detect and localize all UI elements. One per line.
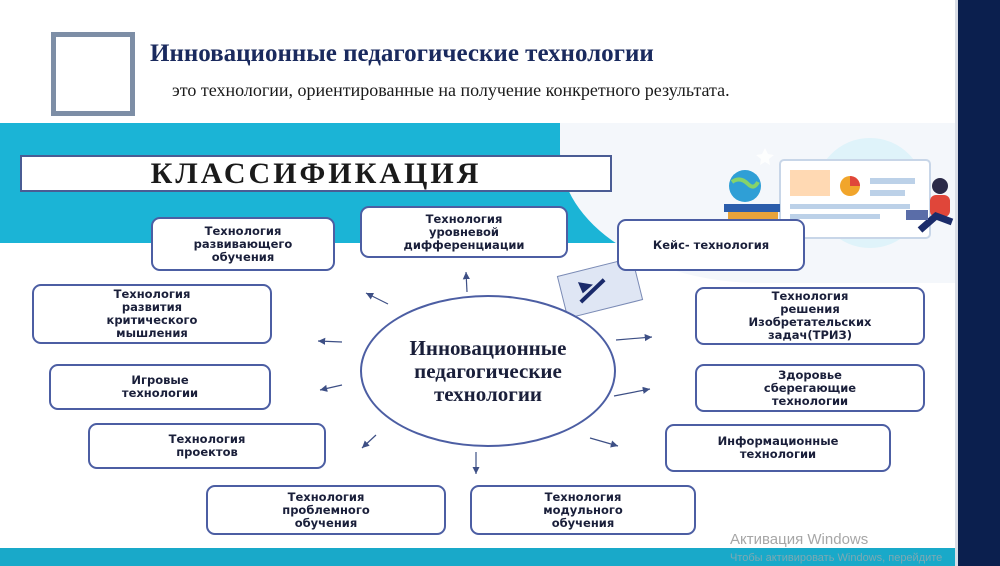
node-problem-learning: Технология проблемного обучения (206, 485, 446, 535)
classification-label: КЛАССИФИКАЦИЯ (150, 156, 482, 190)
connector-arrows (317, 271, 653, 474)
pointer-arrow-icon (577, 278, 606, 304)
node-triz: Технология решения Изобретательских зада… (695, 287, 925, 345)
node-developmental-learning: Технология развивающего обучения (151, 217, 335, 271)
node-modular-learning: Технология модульного обучения (470, 485, 696, 535)
globe-icon (729, 170, 761, 202)
node-information-technologies: Информационные технологии (665, 424, 891, 472)
node-game-technologies: Игровые технологии (49, 364, 271, 410)
center-label: Инновационные педагогические технологии (409, 335, 567, 406)
node-case-technology: Кейс- технология (617, 219, 805, 271)
node-level-differentiation: Технология уровневой дифференциации (360, 206, 568, 258)
activation-watermark: Активация Windows (730, 531, 869, 548)
arrow-down-right (589, 437, 619, 448)
arrow-up (462, 271, 470, 293)
arrow-right-lower (613, 386, 651, 397)
slide-title: Инновационные педагогические технологии (150, 40, 654, 67)
slide-subtitle: это технологии, ориентированные на получ… (172, 80, 730, 100)
node-critical-thinking: Технология развития критического мышлени… (32, 284, 272, 344)
decor-square (51, 32, 135, 116)
activation-watermark-hint: Чтобы активировать Windows, перейдите (730, 552, 943, 564)
arrow-down-left (361, 434, 377, 449)
classification-header: КЛАССИФИКАЦИЯ (20, 155, 612, 192)
bottom-strip (0, 548, 955, 566)
node-health-saving: Здоровье сберегающие технологии (695, 364, 925, 412)
node-projects: Технология проектов (88, 423, 326, 469)
right-navy-bar (955, 0, 1000, 566)
arrow-right-upper (615, 334, 653, 342)
arrow-left-lower (319, 384, 343, 392)
laptop-illustration (722, 138, 954, 248)
center-node: Инновационные педагогические технологии (360, 295, 616, 447)
pointer-arrow (556, 257, 644, 319)
arrow-left-upper (317, 337, 343, 345)
person-icon (906, 178, 954, 233)
arrow-up-left (365, 292, 389, 305)
